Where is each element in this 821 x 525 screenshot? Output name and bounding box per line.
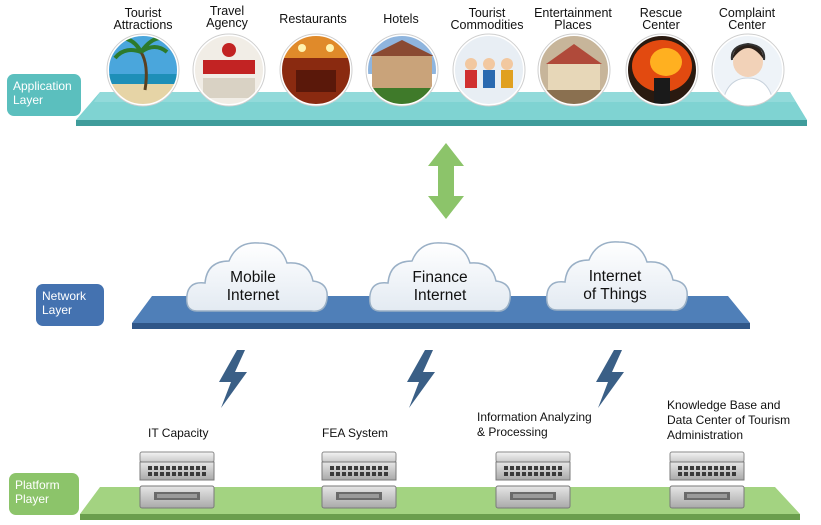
app-label-rescue-center: Rescue Center bbox=[639, 6, 683, 32]
server-stack-icon bbox=[495, 451, 571, 509]
platform-label-fea-system: FEA System bbox=[322, 426, 389, 440]
server-stack-icon bbox=[321, 451, 397, 509]
beach-palm-photo bbox=[106, 33, 180, 107]
application-layer-bar bbox=[76, 92, 807, 126]
lightning-bolt-icon bbox=[407, 350, 435, 408]
travel-agency-storefront-photo bbox=[192, 33, 266, 107]
app-label-entertainment-places: Entertainment Places bbox=[534, 6, 612, 32]
network-label-internet-of-things: Internet of Things bbox=[583, 268, 647, 303]
app-label-complaint-center: Complaint Center bbox=[718, 6, 776, 32]
carousel-photo bbox=[537, 33, 611, 107]
app-label-restaurants: Restaurants bbox=[279, 12, 347, 26]
cloud-icon bbox=[545, 241, 688, 311]
souvenir-figurines-photo bbox=[452, 33, 526, 107]
network-clouds bbox=[185, 241, 688, 312]
network-label-mobile-internet: Mobile Internet bbox=[226, 269, 280, 304]
platform-label-it-capacity: IT Capacity bbox=[148, 426, 209, 440]
platform-layer-badge: Platform Player bbox=[9, 473, 79, 515]
app-label-travel-agency: Travel Agency bbox=[206, 4, 248, 30]
bidirectional-arrow bbox=[428, 143, 464, 219]
app-label-tourist-attractions: Tourist Attractions bbox=[113, 6, 173, 32]
firefighter-photo bbox=[625, 33, 699, 107]
app-label-hotels: Hotels bbox=[383, 12, 419, 26]
lightning-bolt-icon bbox=[596, 350, 624, 408]
app-label-tourist-commodities: Tourist Commodities bbox=[450, 6, 524, 32]
platform-label-knowledge-base: Knowledge Base and Data Center of Touris… bbox=[667, 398, 791, 442]
server-stack-icon bbox=[669, 451, 745, 509]
network-label-finance-internet: Finance Internet bbox=[412, 269, 468, 304]
hotel-building-photo bbox=[365, 33, 439, 107]
application-layer-badge: Application Layer bbox=[7, 74, 81, 116]
server-stack-icon bbox=[139, 451, 215, 509]
platform-layer-bar bbox=[80, 487, 800, 520]
network-layer-badge: Network Layer bbox=[36, 284, 104, 326]
restaurant-interior-photo bbox=[279, 33, 353, 107]
cloud-icon bbox=[185, 242, 328, 312]
servers bbox=[139, 451, 745, 509]
lightning-bolts bbox=[219, 350, 624, 408]
call-center-agent-photo bbox=[711, 33, 785, 107]
lightning-bolt-icon bbox=[219, 350, 247, 408]
application-photos bbox=[106, 33, 785, 107]
platform-label-information-analyzing: Information Analyzing & Processing bbox=[477, 410, 592, 439]
cloud-icon bbox=[368, 242, 511, 312]
